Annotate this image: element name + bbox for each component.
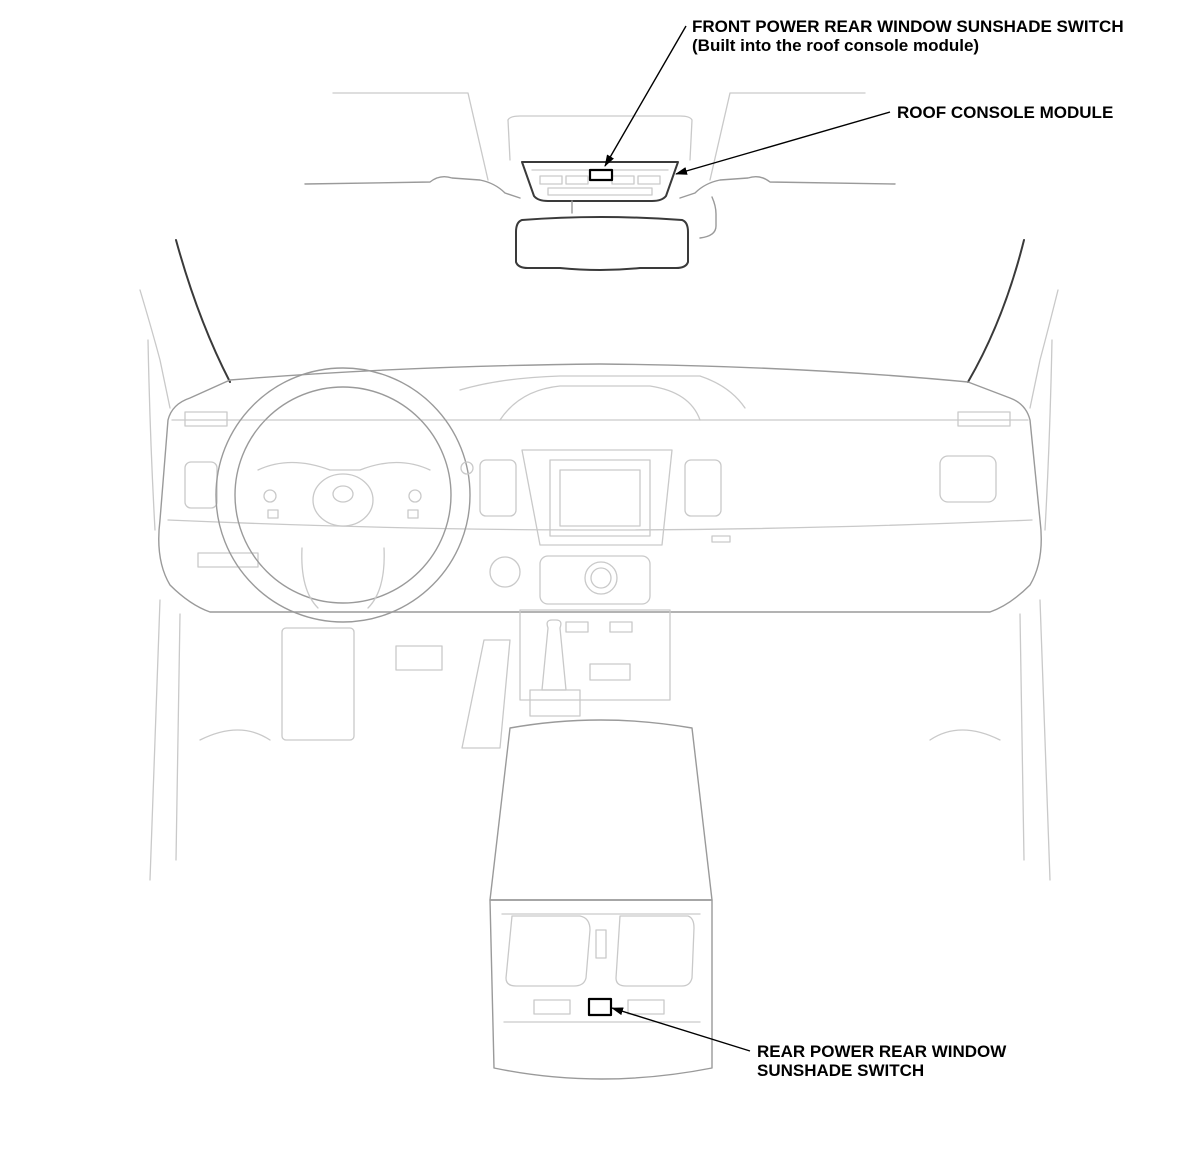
roof-console-module	[521, 161, 717, 239]
steering-wheel	[215, 367, 474, 623]
roof-console-label: ROOF CONSOLE MODULE	[897, 103, 1114, 122]
roof-headliner	[304, 92, 896, 199]
front-switch-leader	[604, 25, 687, 167]
center-stack	[489, 449, 673, 701]
rear-view-mirror	[515, 216, 689, 271]
gear-shifter	[529, 619, 581, 717]
front-switch-callout: FRONT POWER REAR WINDOW SUNSHADE SWITCH …	[692, 17, 1124, 55]
roof-console-callout: ROOF CONSOLE MODULE	[897, 103, 1113, 122]
dashboard	[158, 363, 1042, 613]
a-pillars	[139, 239, 1059, 531]
center-console	[489, 719, 713, 1080]
footwell	[149, 599, 1051, 881]
rear-switch-label-line1: REAR POWER REAR WINDOW	[757, 1042, 1007, 1061]
front-switch-sublabel: (Built into the roof console module)	[692, 36, 980, 55]
front-sunshade-switch	[588, 168, 614, 182]
rear-switch-label-line2: SUNSHADE SWITCH	[757, 1061, 925, 1080]
rear-switch-callout: REAR POWER REAR WINDOW SUNSHADE SWITCH	[757, 1042, 1006, 1080]
rear-switch-leader	[611, 1007, 751, 1052]
rear-sunshade-switch	[587, 997, 613, 1017]
front-switch-label: FRONT POWER REAR WINDOW SUNSHADE SWITCH	[692, 17, 1124, 36]
roof-console-leader	[675, 111, 891, 175]
